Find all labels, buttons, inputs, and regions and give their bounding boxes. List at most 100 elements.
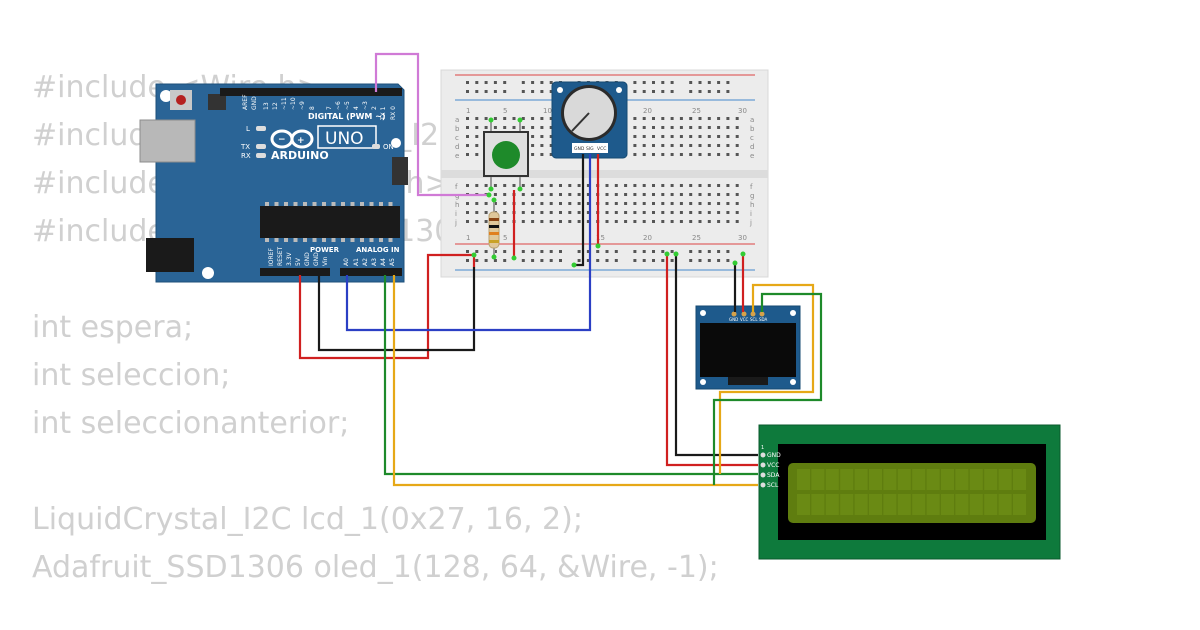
breadboard-hole[interactable] bbox=[707, 153, 711, 156]
analog-header[interactable] bbox=[340, 268, 402, 276]
breadboard-hole[interactable] bbox=[726, 117, 730, 120]
breadboard-hole[interactable] bbox=[670, 220, 674, 223]
breadboard-hole[interactable] bbox=[717, 81, 721, 84]
breadboard-hole[interactable] bbox=[679, 220, 683, 223]
breadboard-hole[interactable] bbox=[475, 250, 479, 253]
breadboard-hole[interactable] bbox=[521, 126, 525, 129]
breadboard-hole[interactable] bbox=[633, 259, 637, 262]
breadboard-hole[interactable] bbox=[707, 193, 711, 196]
breadboard-hole[interactable] bbox=[475, 184, 479, 187]
breadboard-hole[interactable] bbox=[689, 126, 693, 129]
breadboard-hole[interactable] bbox=[475, 81, 479, 84]
breadboard-hole[interactable] bbox=[484, 211, 488, 214]
breadboard-hole[interactable] bbox=[540, 259, 544, 262]
breadboard-hole[interactable] bbox=[540, 211, 544, 214]
breadboard-hole[interactable] bbox=[484, 90, 488, 93]
breadboard-hole[interactable] bbox=[614, 202, 618, 205]
power-header[interactable] bbox=[260, 268, 330, 276]
breadboard-hole[interactable] bbox=[670, 193, 674, 196]
breadboard-hole[interactable] bbox=[633, 220, 637, 223]
breadboard-hole[interactable] bbox=[549, 202, 553, 205]
breadboard-hole[interactable] bbox=[670, 117, 674, 120]
breadboard-hole[interactable] bbox=[577, 202, 581, 205]
breadboard-hole[interactable] bbox=[624, 184, 628, 187]
breadboard-hole[interactable] bbox=[717, 153, 721, 156]
breadboard-hole[interactable] bbox=[531, 193, 535, 196]
breadboard-hole[interactable] bbox=[670, 250, 674, 253]
breadboard-hole[interactable] bbox=[559, 259, 562, 262]
breadboard-hole[interactable] bbox=[689, 220, 693, 223]
breadboard-hole[interactable] bbox=[531, 184, 535, 187]
breadboard-hole[interactable] bbox=[679, 135, 683, 138]
breadboard-hole[interactable] bbox=[512, 117, 516, 120]
breadboard-hole[interactable] bbox=[475, 90, 479, 93]
breadboard-hole[interactable] bbox=[466, 250, 469, 253]
breadboard-hole[interactable] bbox=[540, 193, 544, 196]
breadboard-hole[interactable] bbox=[531, 250, 535, 253]
breadboard-hole[interactable] bbox=[540, 81, 544, 84]
breadboard-hole[interactable] bbox=[652, 184, 655, 187]
breadboard-hole[interactable] bbox=[707, 135, 711, 138]
breadboard-hole[interactable] bbox=[689, 250, 693, 253]
breadboard-hole[interactable] bbox=[475, 144, 479, 147]
breadboard-hole[interactable] bbox=[503, 250, 507, 253]
breadboard-hole[interactable] bbox=[633, 81, 637, 84]
breadboard-hole[interactable] bbox=[549, 220, 553, 223]
breadboard-hole[interactable] bbox=[624, 211, 628, 214]
breadboard-hole[interactable] bbox=[717, 90, 721, 93]
breadboard-hole[interactable] bbox=[642, 250, 646, 253]
breadboard-hole[interactable] bbox=[484, 117, 488, 120]
breadboard-hole[interactable] bbox=[475, 153, 479, 156]
breadboard-hole[interactable] bbox=[466, 90, 469, 93]
breadboard-hole[interactable] bbox=[698, 202, 702, 205]
breadboard-hole[interactable] bbox=[735, 126, 739, 129]
breadboard-hole[interactable] bbox=[586, 193, 590, 196]
breadboard-hole[interactable] bbox=[726, 153, 730, 156]
breadboard-hole[interactable] bbox=[726, 90, 730, 93]
breadboard-hole[interactable] bbox=[698, 153, 702, 156]
breadboard-hole[interactable] bbox=[661, 81, 665, 84]
breadboard-hole[interactable] bbox=[661, 117, 665, 120]
breadboard-hole[interactable] bbox=[670, 81, 674, 84]
breadboard-hole[interactable] bbox=[540, 202, 544, 205]
breadboard-hole[interactable] bbox=[652, 90, 655, 93]
breadboard-hole[interactable] bbox=[484, 184, 488, 187]
breadboard-hole[interactable] bbox=[605, 184, 609, 187]
breadboard-hole[interactable] bbox=[735, 211, 739, 214]
breadboard-hole[interactable] bbox=[503, 184, 507, 187]
breadboard-hole[interactable] bbox=[531, 153, 535, 156]
breadboard-hole[interactable] bbox=[735, 184, 739, 187]
breadboard-hole[interactable] bbox=[531, 135, 535, 138]
breadboard-hole[interactable] bbox=[698, 259, 702, 262]
breadboard-hole[interactable] bbox=[503, 81, 507, 84]
breadboard-hole[interactable] bbox=[735, 202, 739, 205]
breadboard-hole[interactable] bbox=[521, 117, 525, 120]
breadboard-hole[interactable] bbox=[605, 211, 609, 214]
breadboard-hole[interactable] bbox=[521, 81, 525, 84]
digital-header[interactable] bbox=[220, 88, 402, 96]
breadboard-hole[interactable] bbox=[661, 211, 665, 214]
breadboard-hole[interactable] bbox=[540, 135, 544, 138]
breadboard-hole[interactable] bbox=[521, 220, 525, 223]
oled-display-module[interactable]: GND VCC SCL SDA bbox=[695, 305, 801, 390]
breadboard-hole[interactable] bbox=[493, 81, 497, 84]
breadboard-hole[interactable] bbox=[521, 211, 525, 214]
breadboard-hole[interactable] bbox=[726, 144, 730, 147]
breadboard-hole[interactable] bbox=[540, 250, 544, 253]
breadboard-hole[interactable] bbox=[698, 90, 702, 93]
breadboard-hole[interactable] bbox=[642, 81, 646, 84]
breadboard-hole[interactable] bbox=[614, 211, 618, 214]
breadboard-hole[interactable] bbox=[670, 90, 674, 93]
breadboard-hole[interactable] bbox=[652, 135, 655, 138]
wire-yellow-a5[interactable] bbox=[392, 275, 758, 487]
breadboard-hole[interactable] bbox=[652, 81, 655, 84]
breadboard-hole[interactable] bbox=[717, 211, 721, 214]
breadboard-hole[interactable] bbox=[503, 259, 507, 262]
breadboard-hole[interactable] bbox=[679, 211, 683, 214]
breadboard-hole[interactable] bbox=[568, 220, 572, 223]
breadboard-hole[interactable] bbox=[633, 184, 637, 187]
breadboard-hole[interactable] bbox=[503, 193, 507, 196]
breadboard-hole[interactable] bbox=[559, 211, 562, 214]
breadboard-hole[interactable] bbox=[503, 202, 507, 205]
breadboard-hole[interactable] bbox=[670, 126, 674, 129]
